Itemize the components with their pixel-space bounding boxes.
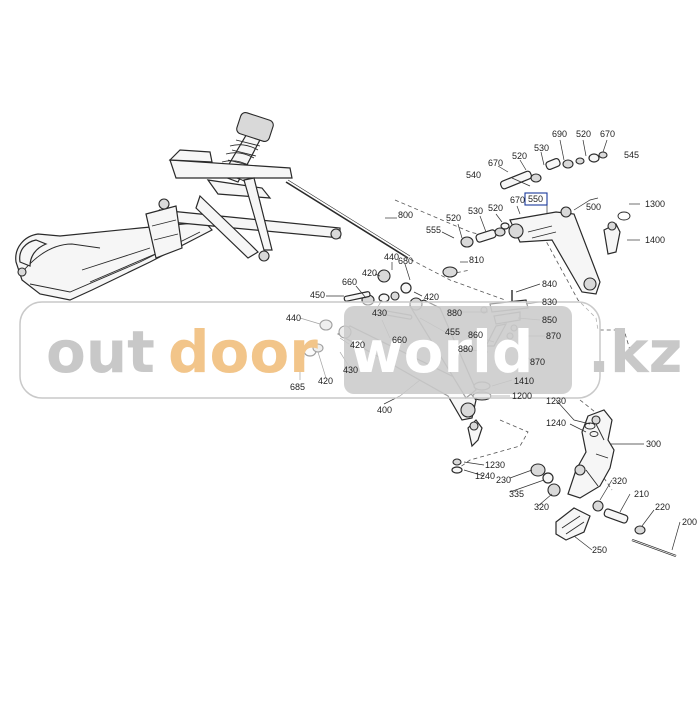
callout-680: 680 bbox=[398, 256, 413, 266]
callout-320: 320 bbox=[534, 502, 549, 512]
callout-420: 420 bbox=[424, 292, 439, 302]
callout-670: 670 bbox=[510, 195, 525, 205]
callout-500: 500 bbox=[586, 202, 601, 212]
callout-200: 200 bbox=[682, 517, 697, 527]
callout-1400: 1400 bbox=[645, 235, 665, 245]
callout-430: 430 bbox=[372, 308, 387, 318]
callout-210: 210 bbox=[634, 489, 649, 499]
callout-230: 230 bbox=[496, 475, 511, 485]
callout-660: 660 bbox=[392, 335, 407, 345]
callout-685: 685 bbox=[290, 382, 305, 392]
callout-850: 850 bbox=[542, 315, 557, 325]
callout-220: 220 bbox=[655, 502, 670, 512]
watermark: out door world .kz bbox=[19, 301, 682, 399]
callout-520: 520 bbox=[512, 151, 527, 161]
callout-1230: 1230 bbox=[546, 396, 566, 406]
callout-520: 520 bbox=[488, 203, 503, 213]
callout-420: 420 bbox=[362, 268, 377, 278]
callout-870: 870 bbox=[530, 357, 545, 367]
callout-1300: 1300 bbox=[645, 199, 665, 209]
callout-440: 440 bbox=[286, 313, 301, 323]
callout-labels: 690 520 670 530 545 670 520 540 550 1300… bbox=[286, 129, 697, 555]
callout-420: 420 bbox=[318, 376, 333, 386]
callout-880: 880 bbox=[458, 344, 473, 354]
callout-860: 860 bbox=[468, 330, 483, 340]
callout-320: 320 bbox=[612, 476, 627, 486]
callout-420: 420 bbox=[350, 340, 365, 350]
callout-800: 800 bbox=[398, 210, 413, 220]
callout-1200: 1200 bbox=[512, 391, 532, 401]
callout-810: 810 bbox=[469, 255, 484, 265]
callout-690: 690 bbox=[552, 129, 567, 139]
callout-520: 520 bbox=[446, 213, 461, 223]
callout-440: 440 bbox=[384, 252, 399, 262]
callout-660: 660 bbox=[342, 277, 357, 287]
callout-530: 530 bbox=[468, 206, 483, 216]
watermark-text-out: out bbox=[46, 318, 155, 386]
callout-550: 550 bbox=[528, 194, 543, 204]
callout-545: 545 bbox=[624, 150, 639, 160]
callout-400: 400 bbox=[377, 405, 392, 415]
watermark-dark-panel bbox=[344, 306, 572, 394]
callout-670: 670 bbox=[488, 158, 503, 168]
callout-540: 540 bbox=[466, 170, 481, 180]
callout-870: 870 bbox=[546, 331, 561, 341]
callout-430: 430 bbox=[343, 365, 358, 375]
watermark-text-door: door bbox=[168, 318, 318, 386]
watermark-text-kz: .kz bbox=[588, 318, 682, 386]
ski-assembly-illustration bbox=[15, 112, 411, 301]
callout-530: 530 bbox=[534, 143, 549, 153]
callout-880: 880 bbox=[447, 308, 462, 318]
callout-830: 830 bbox=[542, 297, 557, 307]
highlight-box-550 bbox=[524, 192, 548, 206]
callout-1240: 1240 bbox=[546, 418, 566, 428]
callout-455: 455 bbox=[445, 327, 460, 337]
callout-840: 840 bbox=[542, 279, 557, 289]
watermark-text-world: world bbox=[350, 318, 533, 386]
callout-1230: 1230 bbox=[485, 460, 505, 470]
spindle-illustration bbox=[451, 409, 677, 558]
callout-1410: 1410 bbox=[514, 376, 534, 386]
callout-520: 520 bbox=[576, 129, 591, 139]
callout-300: 300 bbox=[646, 439, 661, 449]
callout-250: 250 bbox=[592, 545, 607, 555]
callout-1240: 1240 bbox=[475, 471, 495, 481]
callout-555: 555 bbox=[426, 225, 441, 235]
callout-670: 670 bbox=[600, 129, 615, 139]
callout-335: 335 bbox=[509, 489, 524, 499]
callout-450: 450 bbox=[310, 290, 325, 300]
